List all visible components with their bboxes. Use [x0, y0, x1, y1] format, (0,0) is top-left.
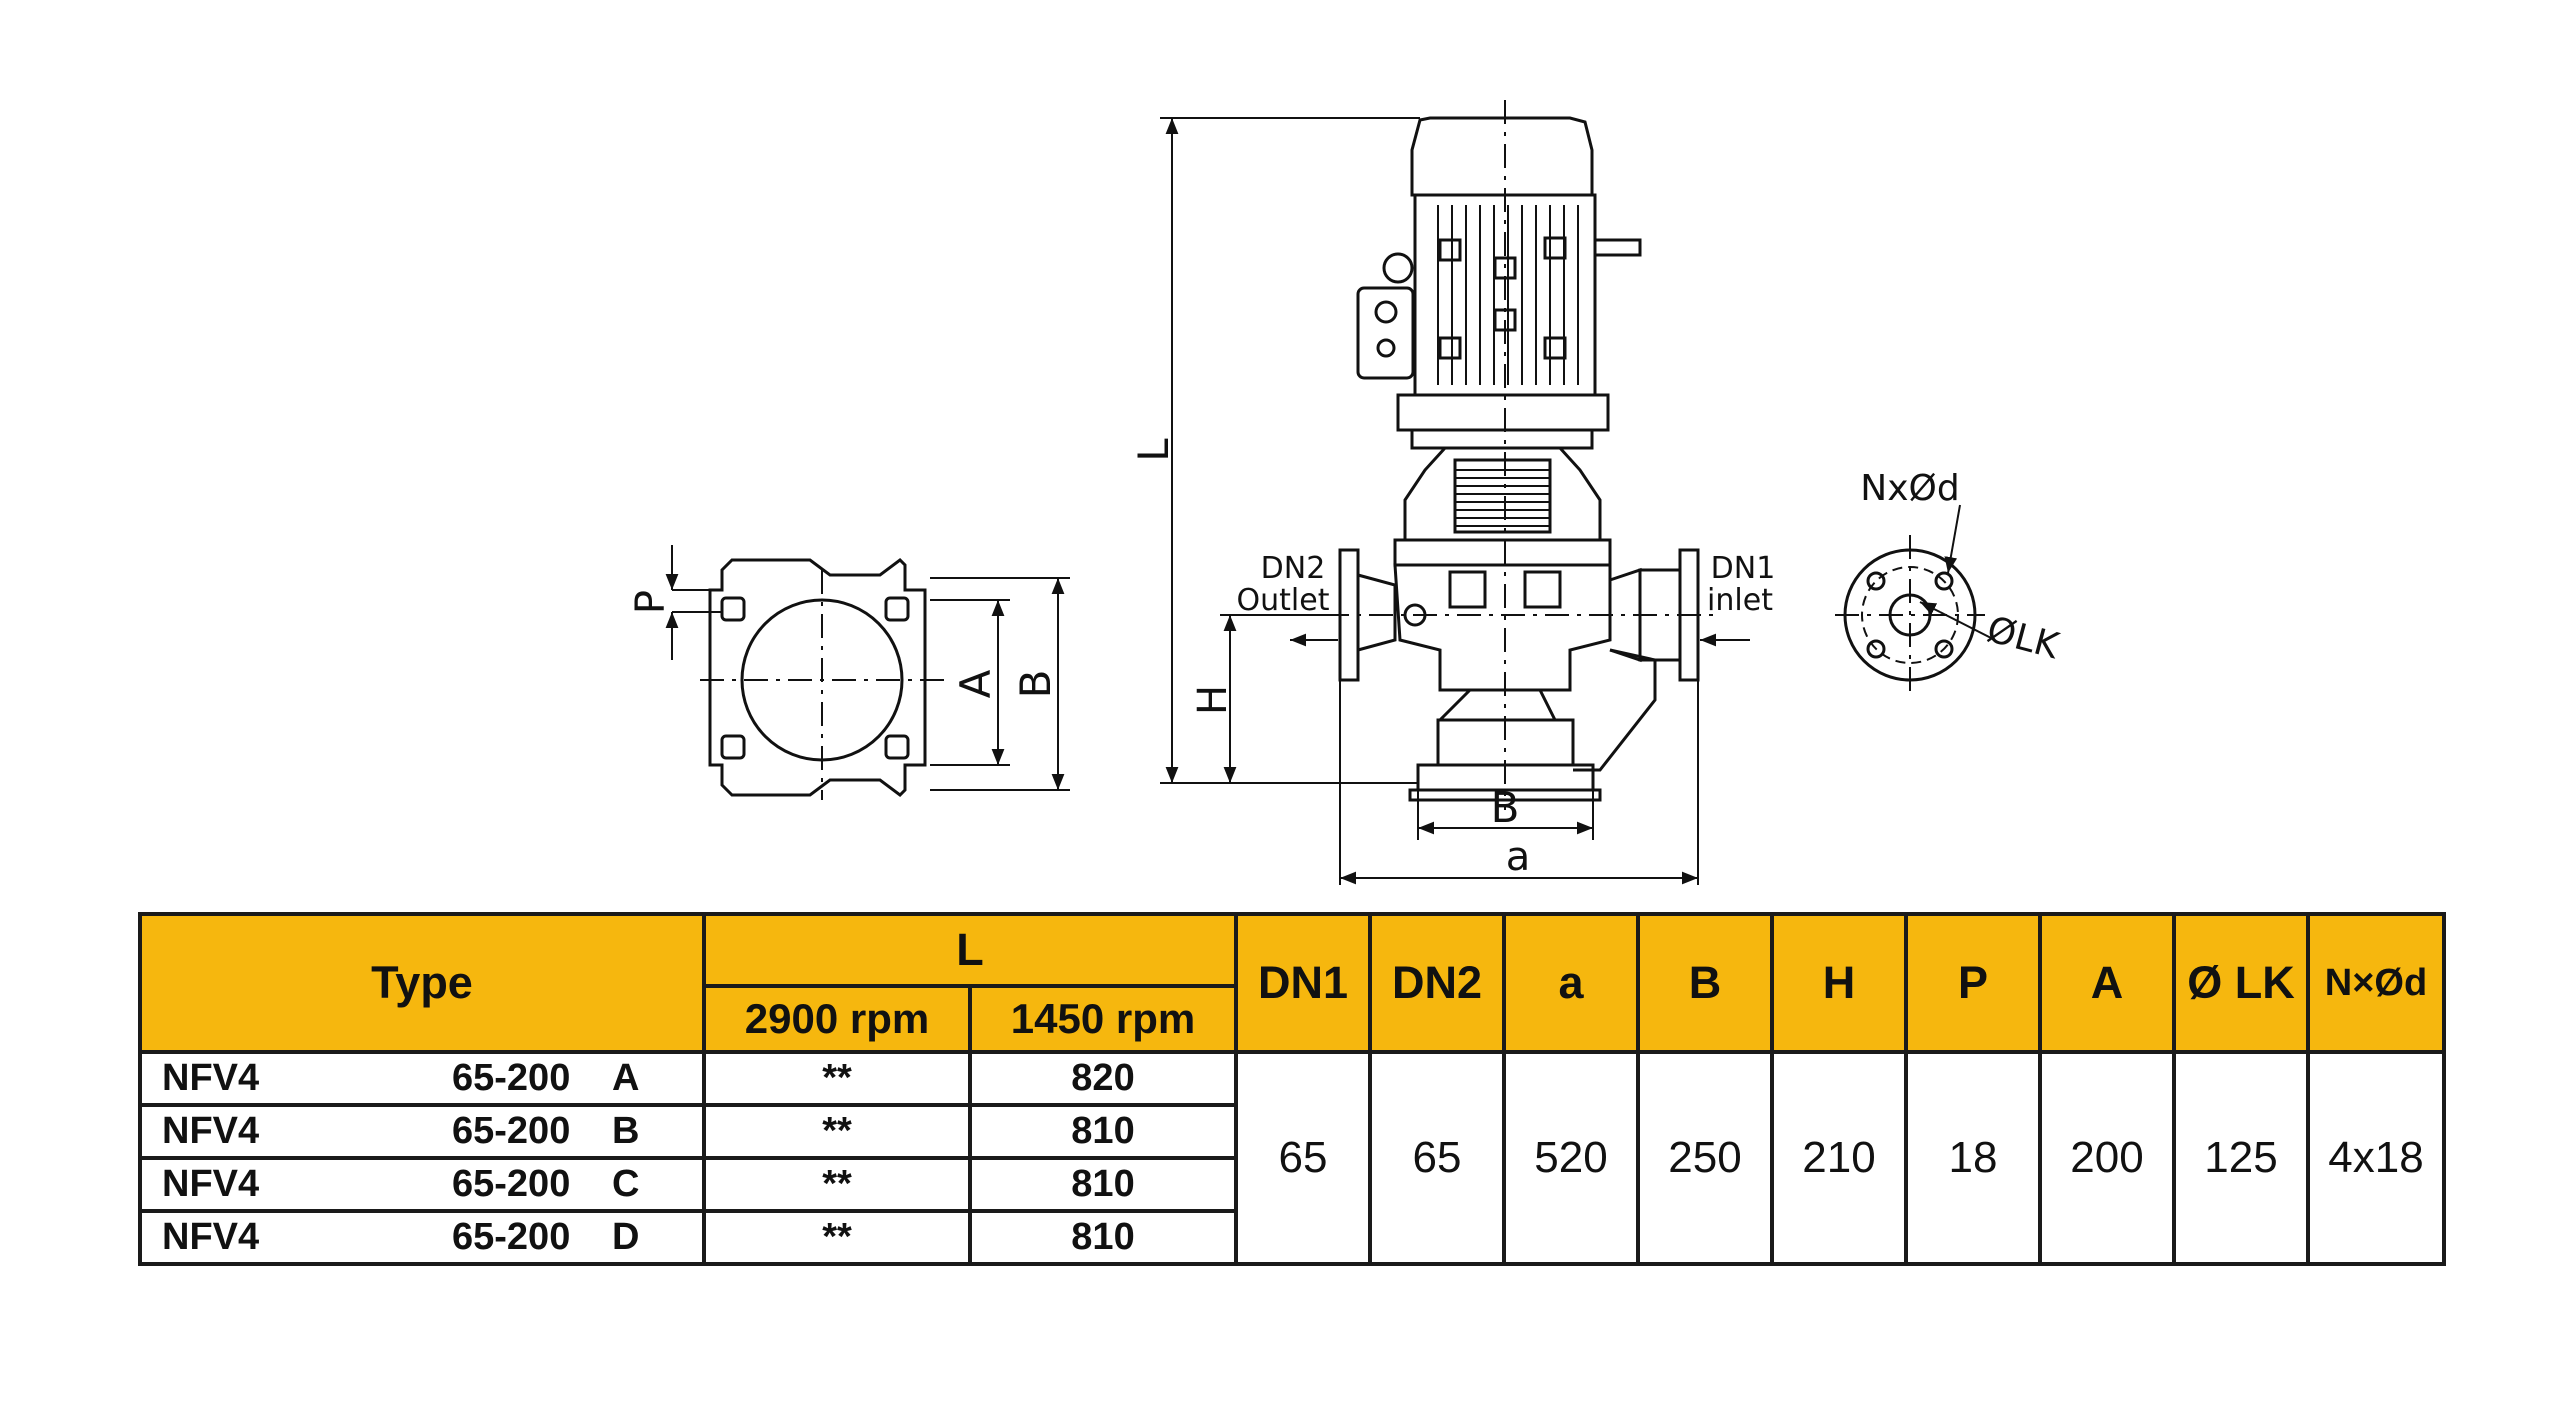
base-side-view: [665, 545, 1070, 800]
dim-label-h: H: [1190, 685, 1236, 715]
label-dn1: DN1: [1711, 551, 1776, 586]
l-1450-cell: 810: [968, 1156, 1238, 1213]
label-dn2: DN2: [1261, 551, 1326, 586]
dn1-value: 65: [1234, 1050, 1372, 1266]
header-lk: Ø LK: [2172, 912, 2310, 1054]
l-1450-cell: 810: [968, 1209, 1238, 1266]
label-outlet: Outlet: [1237, 583, 1330, 618]
flange-detail: [1835, 504, 1996, 695]
label-inlet: inlet: [1707, 583, 1773, 618]
dim-a-front: [1339, 680, 1699, 885]
dn2-value: 65: [1368, 1050, 1506, 1266]
header-1450rpm: 1450 rpm: [968, 984, 1238, 1054]
l-1450-cell: 810: [968, 1103, 1238, 1160]
header-A: A: [2038, 912, 2176, 1054]
l-2900-cell: **: [702, 1103, 972, 1160]
l-1450-cell: 820: [968, 1050, 1238, 1107]
header-2900rpm: 2900 rpm: [702, 984, 972, 1054]
dim-label-a-side: A: [951, 669, 1000, 698]
header-nd: N×Ød: [2306, 912, 2446, 1054]
lk-value: 125: [2172, 1050, 2310, 1266]
p-value: 18: [1904, 1050, 2042, 1266]
h-value: 210: [1770, 1050, 1908, 1266]
l-2900-cell: **: [702, 1050, 972, 1107]
dim-label-p: P: [628, 590, 674, 614]
dim-label-b-front: B: [1491, 783, 1520, 832]
specification-table: Type L DN1 DN2 a B H P A Ø LK N×Ød 2900 …: [138, 912, 2446, 1266]
dim-label-a-front: a: [1506, 834, 1531, 880]
dim-l: [1160, 117, 1420, 784]
header-a: a: [1502, 912, 1640, 1054]
header-b: B: [1636, 912, 1774, 1054]
header-l: L: [702, 912, 1238, 988]
header-type: Type: [138, 912, 706, 1054]
l-2900-cell: **: [702, 1156, 972, 1213]
label-bolt-circle: ØLK: [1983, 609, 2065, 668]
a-value: 520: [1502, 1050, 1640, 1266]
header-dn1: DN1: [1234, 912, 1372, 1054]
dim-b-front: [1417, 790, 1594, 840]
header-dn2: DN2: [1368, 912, 1506, 1054]
dim-label-b-side: B: [1011, 670, 1060, 699]
pump-front-view: [1290, 100, 1750, 810]
header-p: P: [1904, 912, 2042, 1054]
dim-h: [1220, 614, 1338, 783]
l-2900-cell: **: [702, 1209, 972, 1266]
nd-value: 4x18: [2306, 1050, 2446, 1266]
pump-dimension-drawing: P A B: [628, 100, 2065, 885]
label-bolt-holes: NxØd: [1860, 468, 1959, 509]
A-value: 200: [2038, 1050, 2176, 1266]
header-h: H: [1770, 912, 1908, 1054]
b-value: 250: [1636, 1050, 1774, 1266]
dim-label-l: L: [1129, 438, 1178, 462]
